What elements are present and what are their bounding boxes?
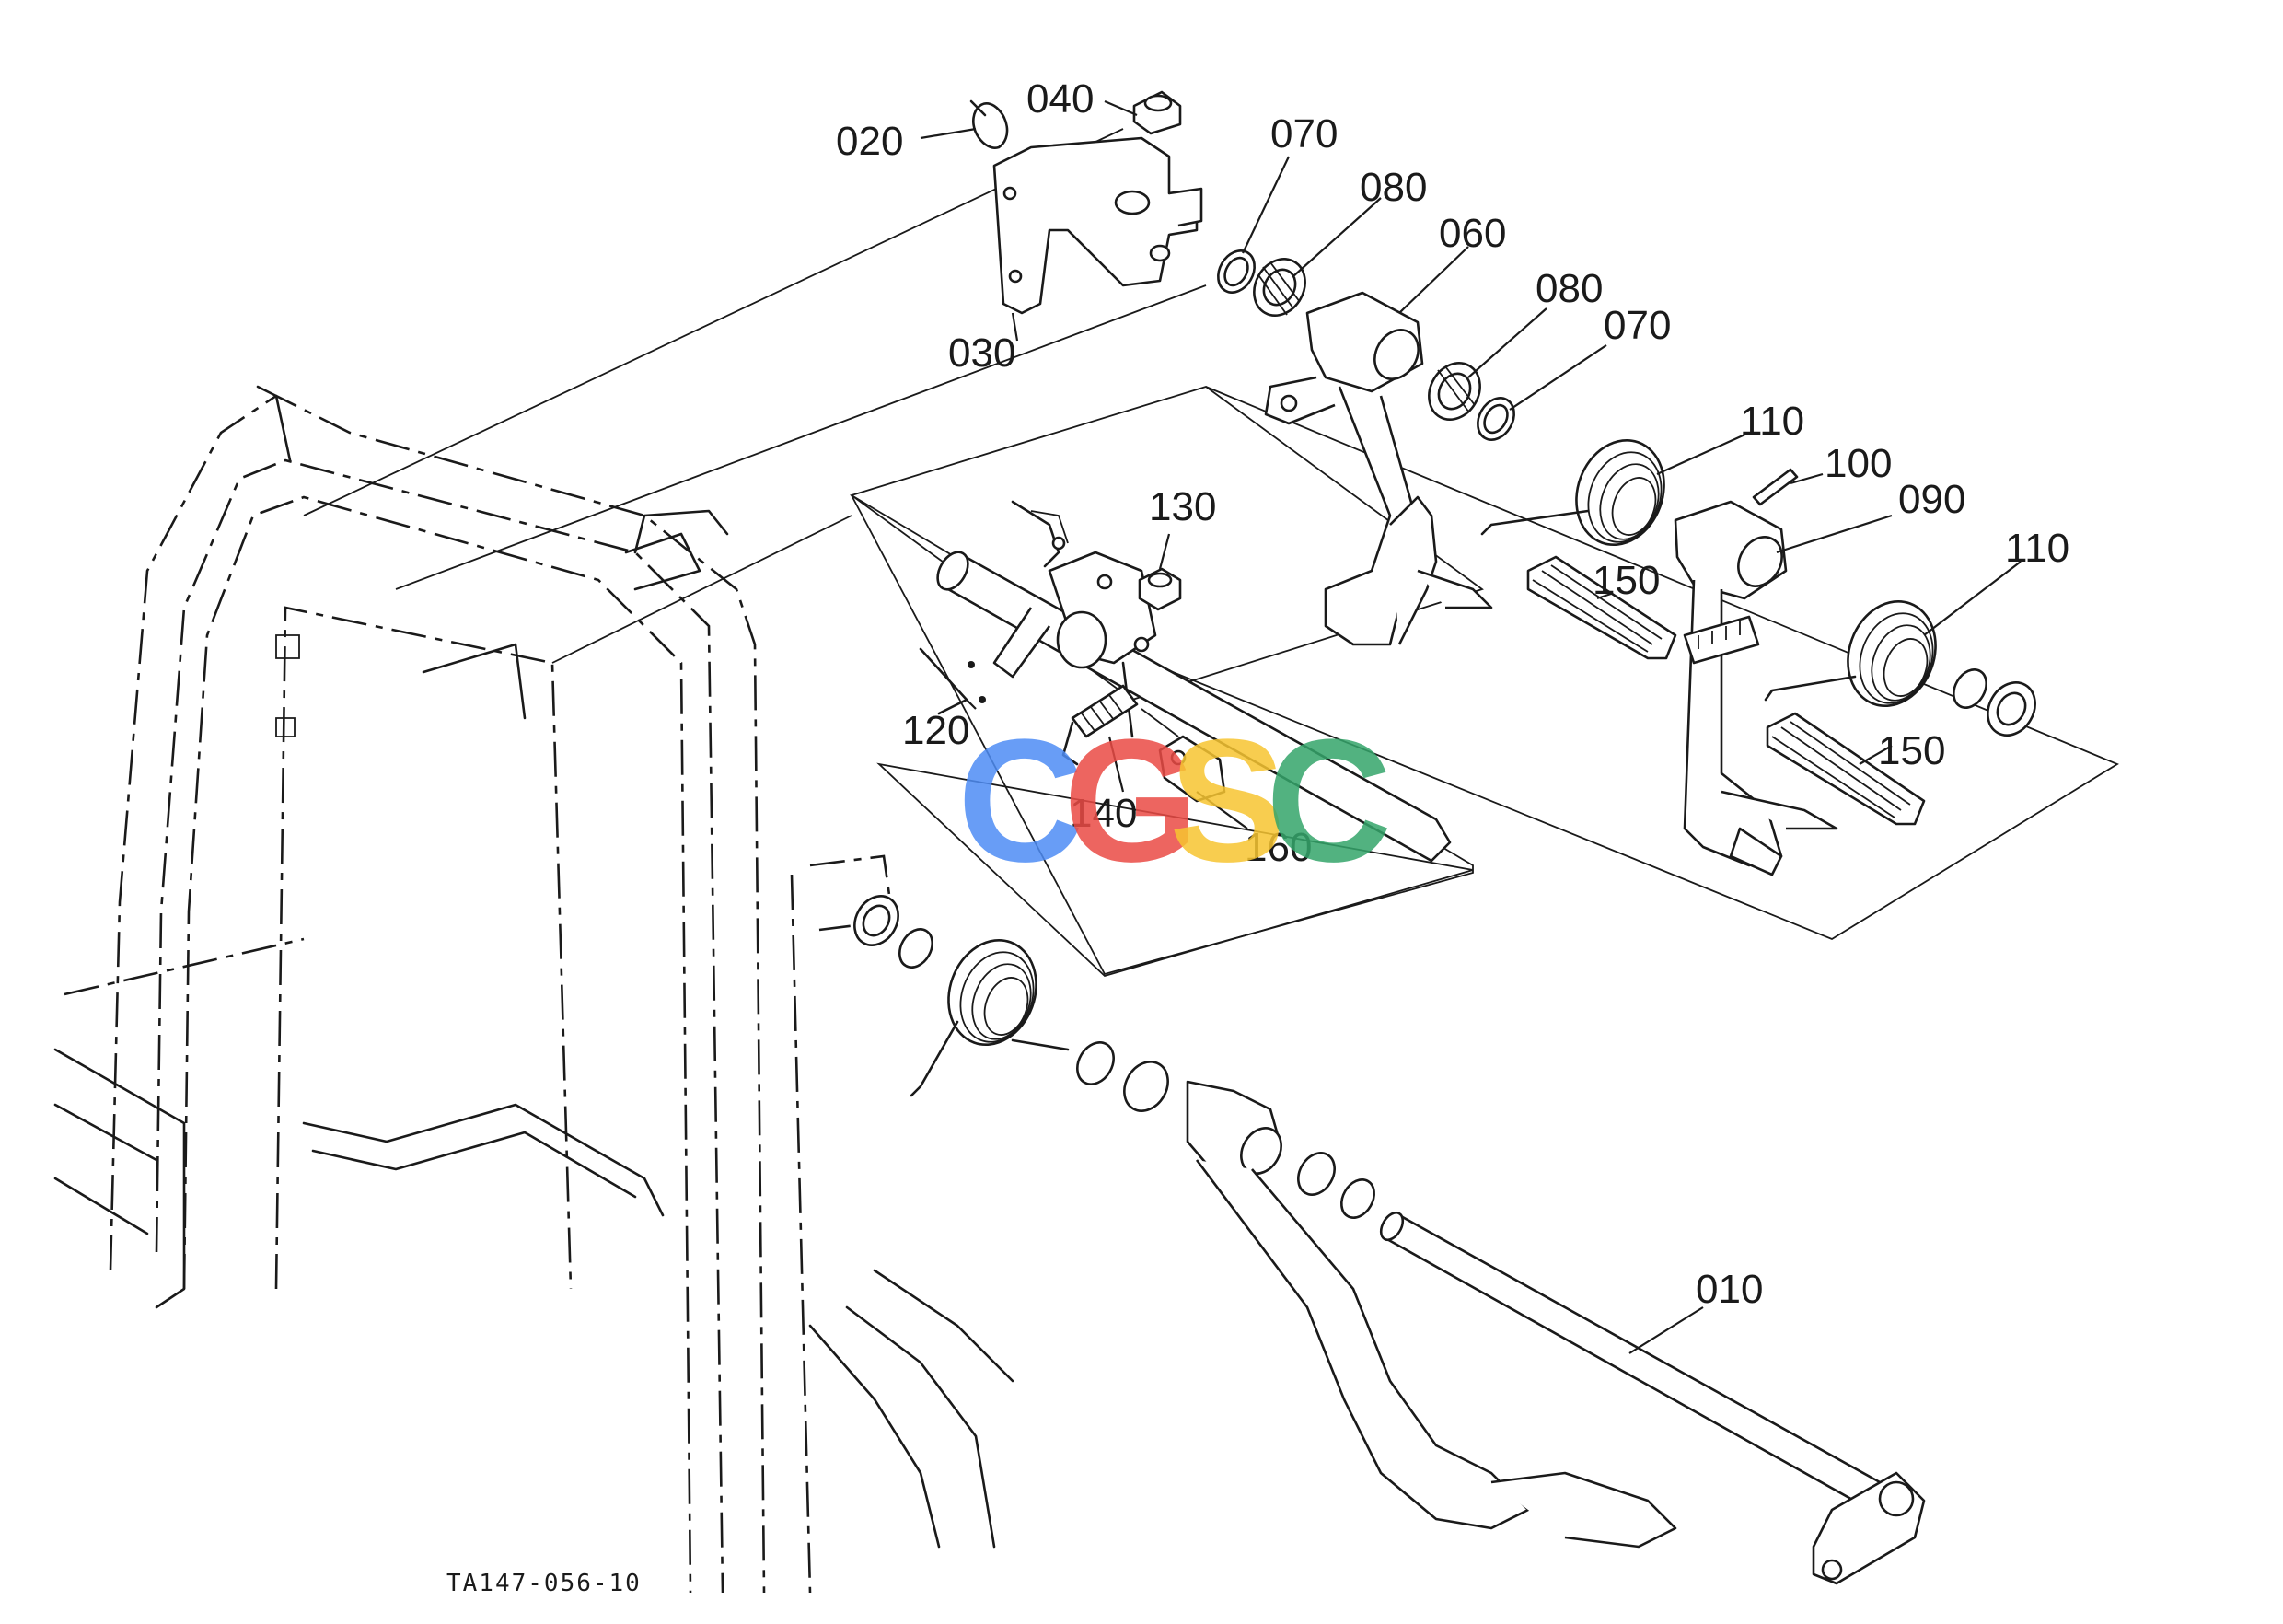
callout-160: 160 [1245, 825, 1312, 870]
callout-040: 040 [1026, 76, 1094, 122]
callout-030: 030 [948, 331, 1015, 376]
bracket-030 [992, 136, 1203, 315]
watermark-letter-2: G [1063, 703, 1199, 899]
spring-140 [1061, 684, 1139, 766]
pin-100 [1752, 468, 1799, 506]
watermark-letter-3: S [1169, 703, 1286, 899]
pad-160 [1141, 708, 1226, 803]
washer-right [1953, 668, 2036, 737]
washer-070-top [1217, 249, 1256, 294]
callout-150-mid: 150 [1593, 558, 1660, 603]
callout-110-right: 110 [2005, 526, 2069, 571]
spring-110-mid [1480, 438, 1665, 547]
watermark-letter-4: C [1266, 703, 1392, 899]
bearing-080-top [1253, 258, 1306, 317]
pedal-arm-090 [1674, 500, 1838, 876]
callout-110-mid: 110 [1740, 399, 1804, 444]
callout-130: 130 [1149, 484, 1216, 529]
callout-070-mid: 070 [1604, 303, 1671, 348]
pedal-pad-150-mid [1526, 555, 1677, 660]
callout-060: 060 [1439, 211, 1506, 256]
pedal-arm-060 [1264, 291, 1493, 646]
callout-140: 140 [1070, 791, 1137, 836]
spring-110-right [1764, 599, 1937, 708]
callout-010: 010 [1696, 1267, 1763, 1312]
drawing-code: TA147-056-10 [446, 1570, 642, 1597]
clip-020 [969, 99, 1009, 149]
tractor-frame [53, 385, 1014, 1594]
callout-020: 020 [836, 119, 903, 164]
pedal-pad-150-right [1766, 712, 1926, 826]
callout-120: 120 [902, 708, 969, 753]
callout-080-mid: 080 [1536, 266, 1603, 311]
callout-150-right: 150 [1878, 728, 1945, 773]
bearing-080-mid [1428, 362, 1481, 421]
shaft-assembly-120 [919, 500, 1452, 863]
washer-070-mid [1477, 397, 1515, 441]
nut-040 [1132, 90, 1182, 135]
callout-070-top: 070 [1270, 111, 1338, 157]
watermark-letter-1: C [957, 703, 1084, 899]
watermark-logo: C G S C [957, 703, 1392, 899]
lower-assembly [853, 895, 1926, 1585]
callout-080-top: 080 [1360, 165, 1427, 210]
leader-lines [920, 99, 2022, 1354]
callout-labels: 020 040 030 070 080 060 080 070 110 100 … [836, 76, 2069, 1312]
callout-100: 100 [1825, 441, 1892, 486]
nut-130 [1138, 567, 1182, 611]
callout-090: 090 [1898, 477, 1965, 522]
